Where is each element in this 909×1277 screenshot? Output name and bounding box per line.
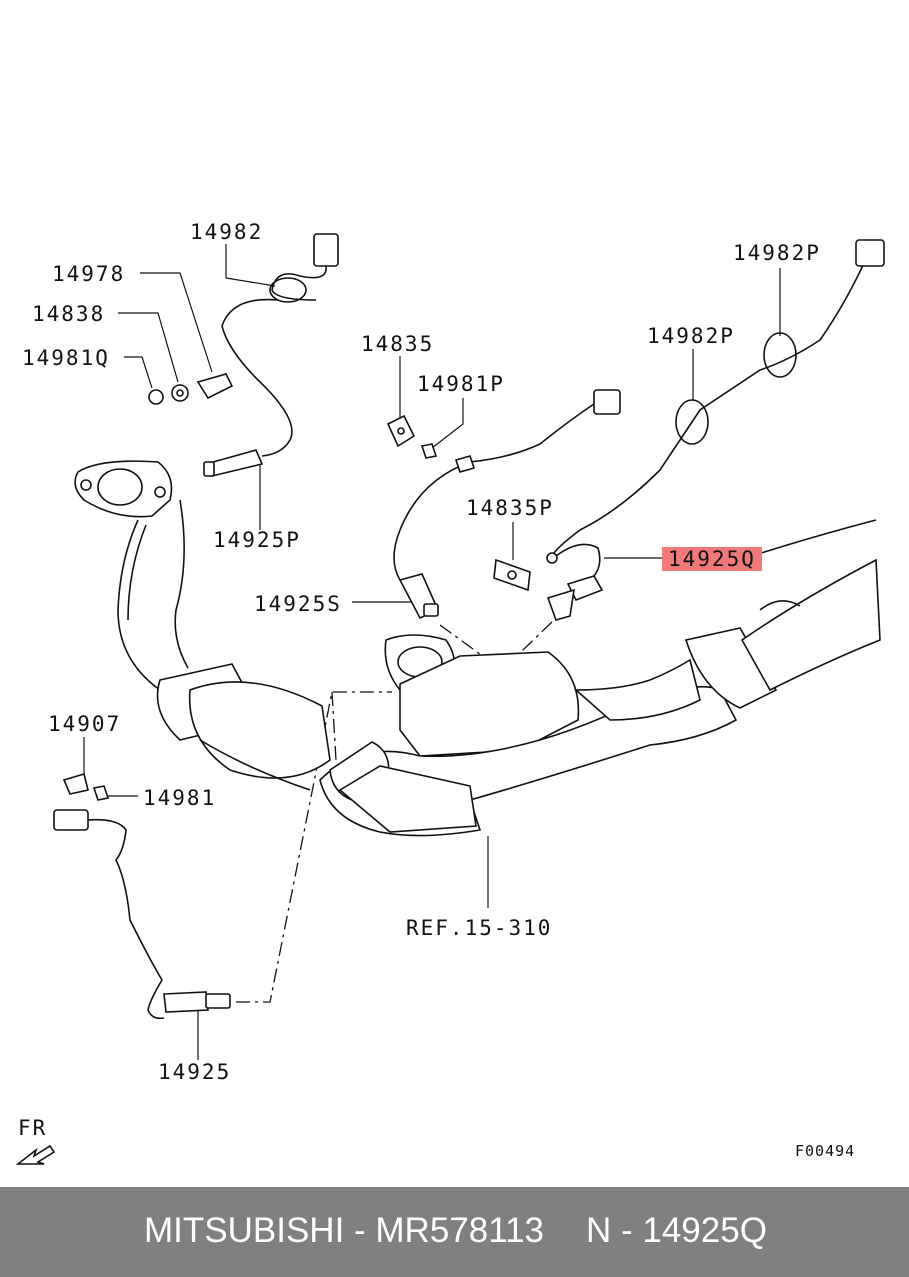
leader-lines <box>83 244 781 1060</box>
figure-code: F00494 <box>795 1142 856 1160</box>
catalytic-converter <box>319 519 881 837</box>
bracket-14835 <box>386 414 438 459</box>
label-14981P: 14981P <box>417 372 505 396</box>
label-14835: 14835 <box>361 332 435 356</box>
label-14838: 14838 <box>32 302 106 326</box>
label-14982P-mid: 14982P <box>647 324 735 348</box>
exhaust-oxygen-sensor-diagram <box>15 233 885 1165</box>
label-14925S: 14925S <box>254 592 342 616</box>
label-ref-15-310: REF.15-310 <box>406 916 553 940</box>
front-exhaust-pipe <box>74 460 331 791</box>
sensor-14925P <box>203 233 339 477</box>
label-14981Q: 14981Q <box>22 346 110 370</box>
label-14981: 14981 <box>143 786 217 810</box>
sensor-14925S <box>393 389 621 620</box>
label-14925: 14925 <box>158 1060 232 1084</box>
label-14978: 14978 <box>52 262 126 286</box>
footer-bar: MITSUBISHI - MR578113 N - 14925Q <box>0 1187 909 1277</box>
clip-washer-parts <box>148 373 234 405</box>
sensor-14925 <box>53 772 231 1020</box>
label-14835P: 14835P <box>466 496 554 520</box>
footer-brand-part-number: MITSUBISHI - MR578113 <box>144 1211 545 1250</box>
bracket-14835P <box>493 558 531 592</box>
label-14982: 14982 <box>190 220 264 244</box>
label-14982P-top: 14982P <box>733 241 821 265</box>
label-14925P: 14925P <box>213 528 301 552</box>
label-14907: 14907 <box>48 712 122 736</box>
fr-arrow-icon <box>15 1144 56 1165</box>
label-14925Q-highlighted: 14925Q <box>662 547 762 571</box>
sensor-14925Q <box>546 239 885 621</box>
footer-reference-code: N - 14925Q <box>586 1211 767 1250</box>
label-fr: FR <box>18 1116 48 1140</box>
